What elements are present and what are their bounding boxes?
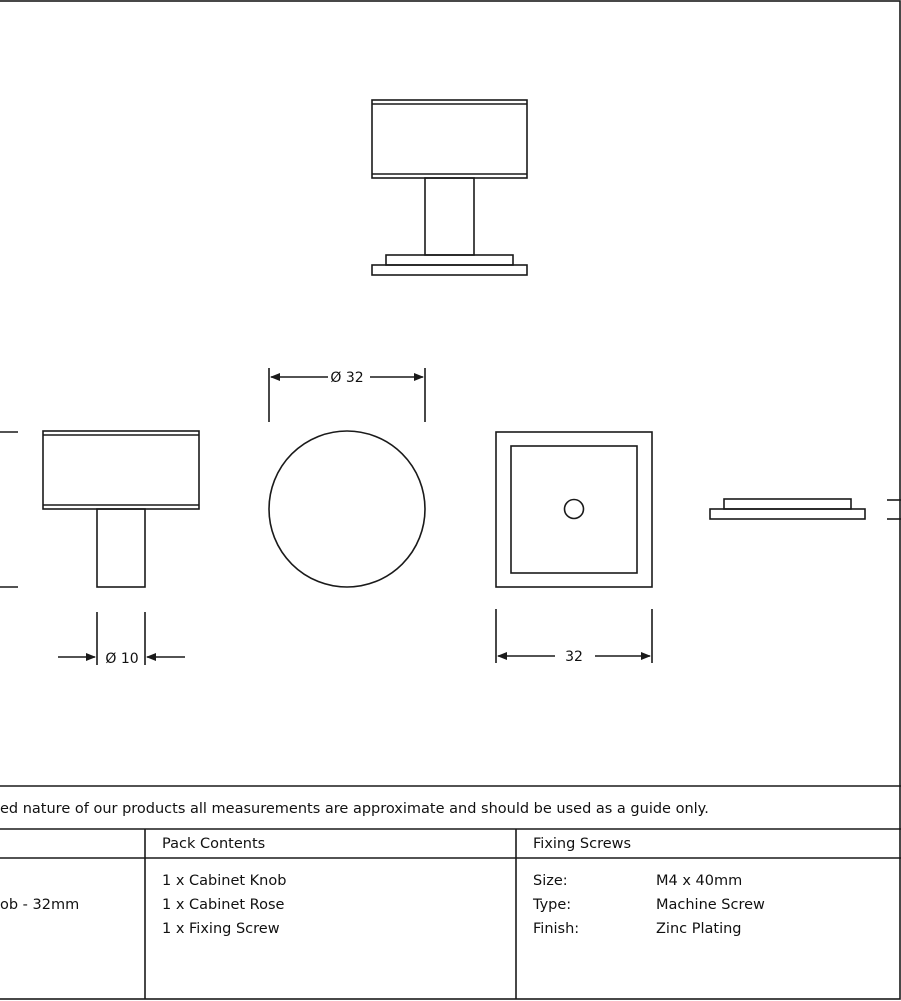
measurement-notice: ed nature of our products all measuremen… [0, 801, 709, 817]
screw-type-value: Machine Screw [656, 897, 765, 913]
knob-diameter-label: Ø 32 [330, 370, 363, 386]
spindle-diameter-label: Ø 10 [105, 651, 138, 667]
screw-finish-value: Zinc Plating [656, 921, 742, 937]
screw-size-label: Size: [533, 873, 568, 889]
knob-plan-circle [268, 430, 426, 588]
rose-side-base [709, 508, 866, 520]
knob-elevation-top [371, 99, 528, 276]
knob-stem [424, 177, 475, 256]
pack-item: 1 x Cabinet Rose [162, 897, 285, 913]
screw-size-value: M4 x 40mm [656, 873, 742, 889]
knob-head [371, 99, 528, 179]
knob-side-stem [96, 508, 146, 588]
rose-base-plate [371, 264, 528, 276]
info-table-lines [0, 785, 901, 999]
rose-upper-plate [385, 254, 514, 266]
rose-side-upper [723, 498, 852, 510]
product-description: ob - 32mm [0, 897, 79, 913]
rose-outer-square [495, 431, 653, 588]
knob-plan-view [268, 368, 426, 588]
rose-side-elevation [709, 498, 901, 520]
pack-item: 1 x Cabinet Knob [162, 873, 286, 889]
rose-inner-square [510, 445, 638, 574]
screw-hole [563, 498, 585, 520]
pack-contents-header: Pack Contents [162, 836, 265, 852]
rose-plan-view [495, 431, 653, 663]
knob-side-head [42, 430, 200, 510]
pack-item: 1 x Fixing Screw [162, 921, 280, 937]
rose-width-label: 32 [565, 649, 583, 665]
screw-type-label: Type: [532, 897, 571, 913]
knob-side-elevation [0, 430, 200, 665]
screw-finish-label: Finish: [533, 921, 579, 937]
fixing-screws-header: Fixing Screws [533, 836, 631, 852]
